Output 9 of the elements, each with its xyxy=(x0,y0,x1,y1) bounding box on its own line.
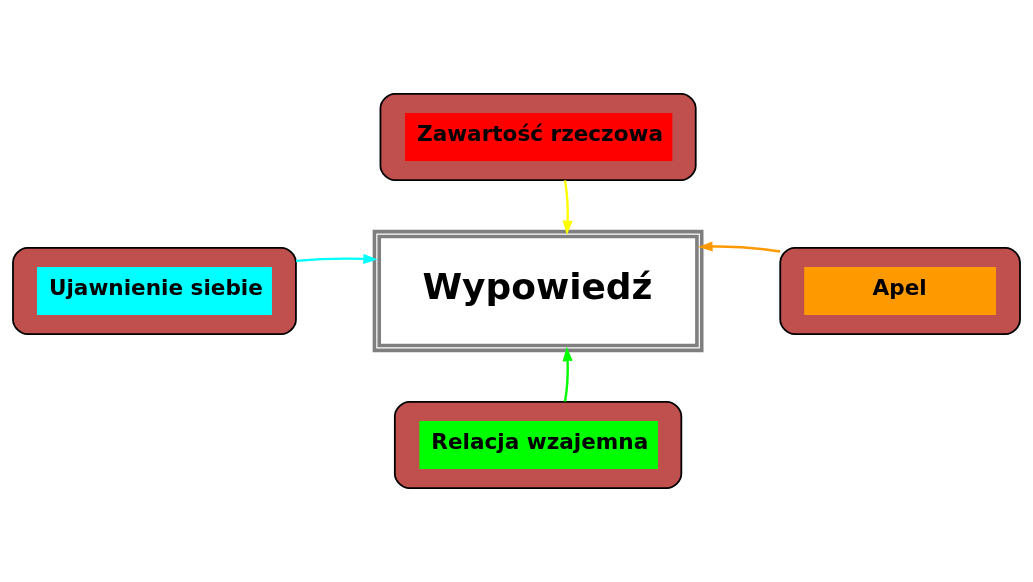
arrow xyxy=(562,346,573,402)
node-box: Wypowiedź xyxy=(372,229,704,353)
node-box: Relacja wzajemna xyxy=(393,401,683,490)
arrow xyxy=(295,253,378,264)
arrow xyxy=(562,180,573,235)
node-box: Zawartość rzeczowa xyxy=(379,92,697,181)
arrow xyxy=(698,241,781,253)
node-box: Apel xyxy=(779,246,1021,336)
node-box: Ujawnienie siebie xyxy=(12,246,297,336)
